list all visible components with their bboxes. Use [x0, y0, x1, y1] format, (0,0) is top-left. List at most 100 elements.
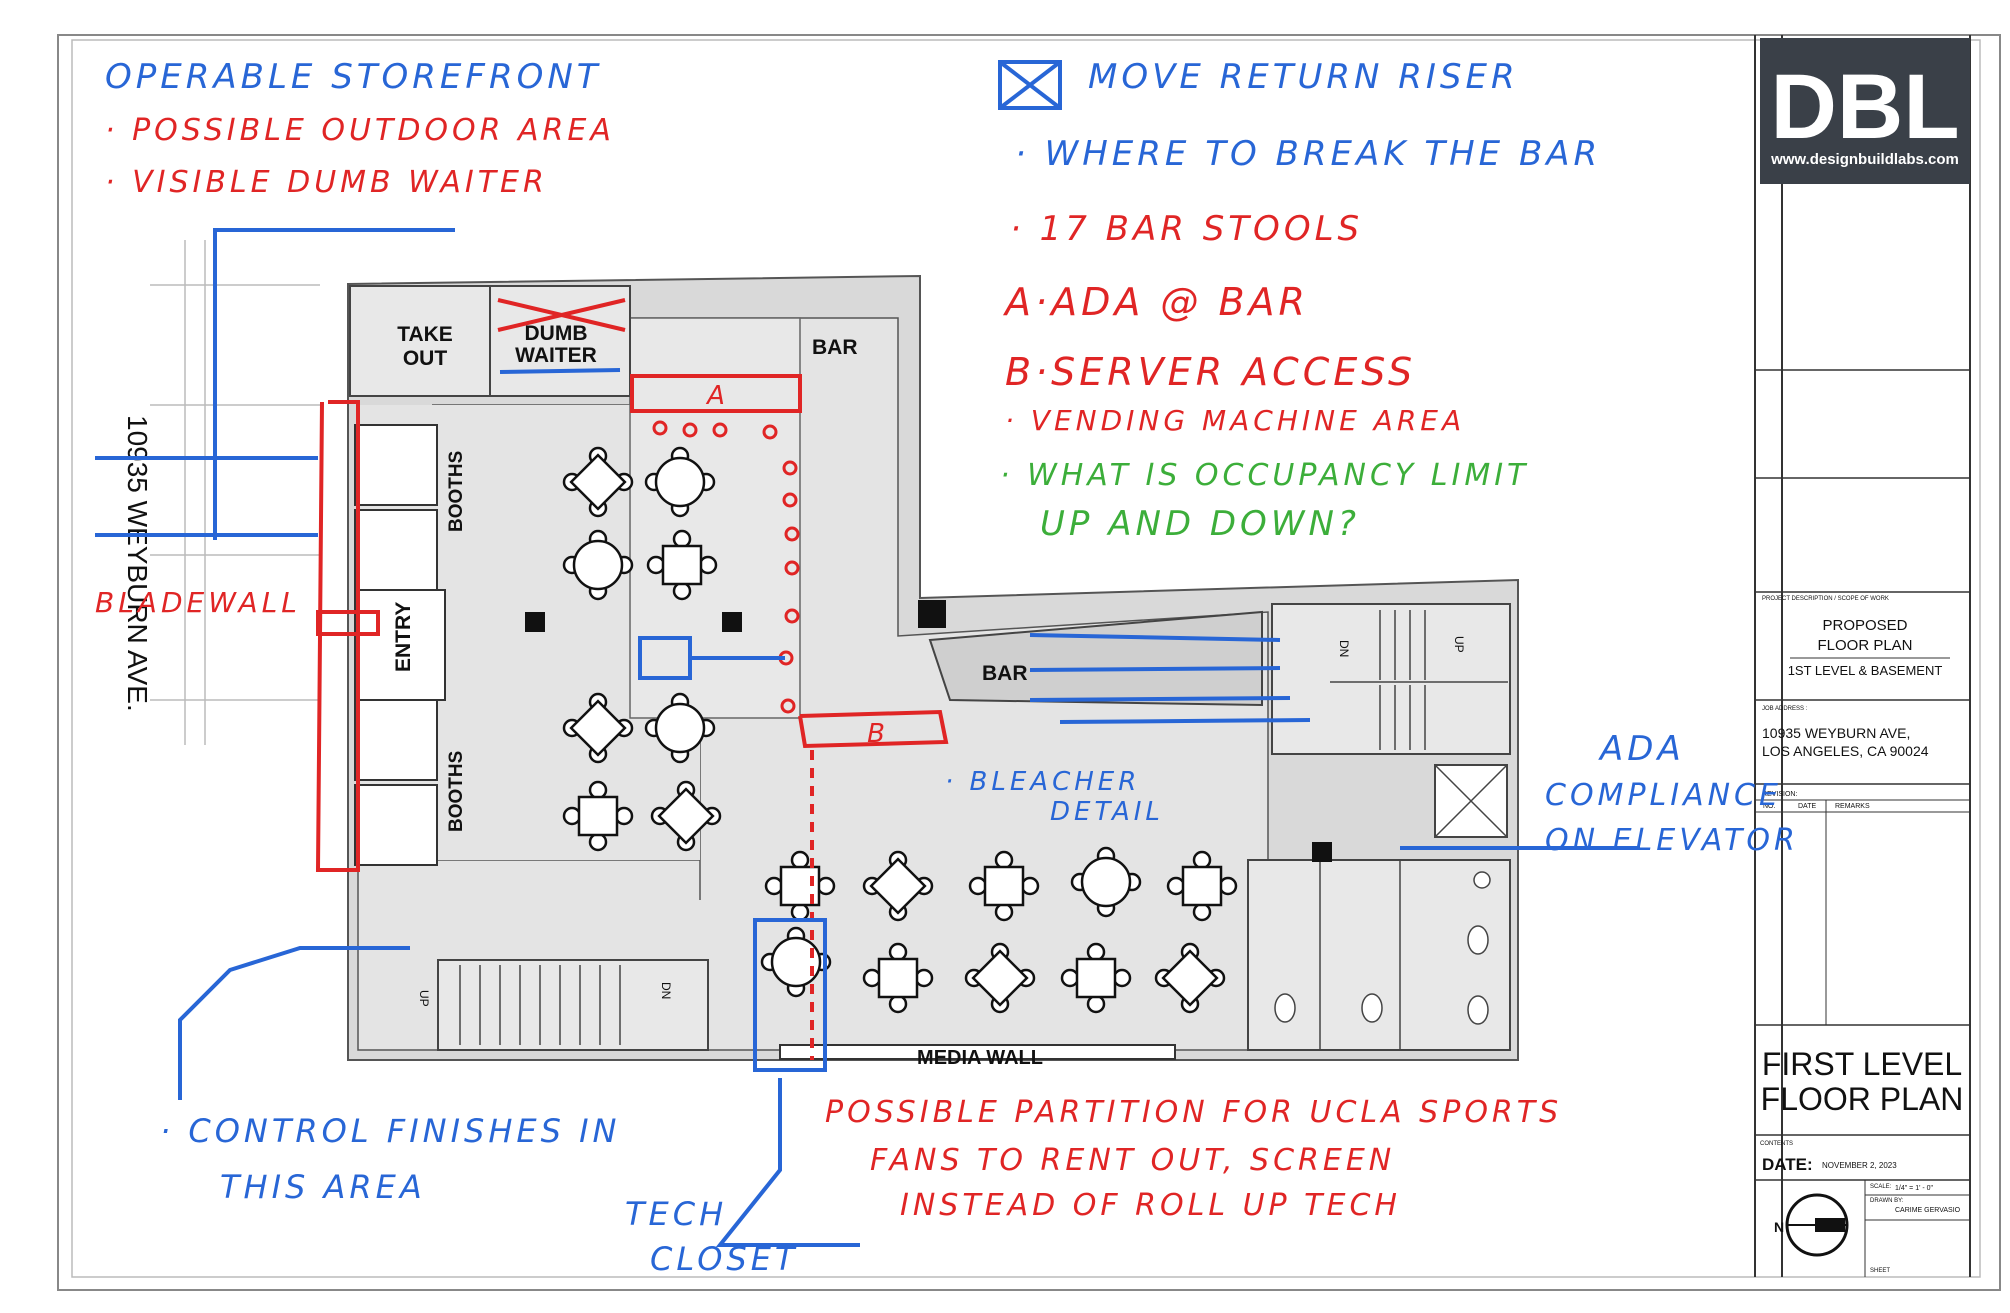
north-label: N: [1774, 1219, 1784, 1235]
chair: [614, 806, 634, 826]
table: [760, 926, 832, 998]
chair: [588, 780, 608, 800]
chair: [672, 529, 692, 549]
table: [862, 942, 934, 1014]
inner-border: [71, 39, 1981, 1278]
booths-lower: BOOTHS: [446, 751, 467, 832]
job-address-label: JOB ADDRESS :: [1762, 706, 1808, 712]
chair: [698, 555, 718, 575]
table-top: [770, 936, 822, 988]
marker-a: A: [705, 381, 729, 411]
note-bleacher-2: DETAIL: [1050, 797, 1164, 827]
note-where-to-break: · WHERE TO BREAK THE BAR: [1015, 134, 1601, 174]
table-top: [1181, 865, 1223, 907]
chair: [1060, 968, 1080, 988]
chair: [790, 902, 810, 922]
note-ada-elev-2: COMPLIANCE: [1545, 778, 1782, 813]
stair-right: [1271, 603, 1511, 755]
chair: [994, 902, 1014, 922]
note-partition-2: FANS TO RENT OUT, SCREEN: [870, 1143, 1395, 1178]
scale-value: 1/4" = 1' - 0": [1895, 1185, 1934, 1192]
chair: [672, 581, 692, 601]
chair: [588, 832, 608, 852]
outer-border: [57, 34, 2001, 1291]
take-out-room: [349, 285, 491, 397]
table-top: [657, 787, 715, 845]
sheet-title-2: FLOOR PLAN: [1761, 1081, 1964, 1117]
table-top: [661, 544, 703, 586]
table-top: [877, 957, 919, 999]
note-ada-elev-3: ON ELEVATOR: [1545, 823, 1799, 858]
dumb-waiter-1: DUMB: [525, 322, 588, 345]
table-top: [569, 699, 627, 757]
entry-label: ENTRY: [392, 602, 415, 672]
chair: [790, 850, 810, 870]
revision-label: REVISION:: [1762, 791, 1797, 798]
col-date: DATE: [1798, 803, 1816, 810]
chair: [816, 876, 836, 896]
table: [862, 850, 934, 922]
stair-up: UP: [1452, 636, 1466, 653]
bar-top-label: BAR: [812, 336, 858, 359]
chair: [646, 555, 666, 575]
col-remarks: REMARKS: [1835, 803, 1870, 810]
stair-lower-dn: DN: [659, 982, 673, 999]
table-top: [569, 453, 627, 511]
project-line-1: PROPOSED: [1822, 617, 1907, 634]
street-label: 10935 WEYBURN AVE.: [122, 415, 153, 712]
note-control-1: · CONTROL FINISHES IN: [160, 1112, 620, 1150]
table: [964, 942, 1036, 1014]
note-occupancy-2: UP AND DOWN?: [1040, 504, 1360, 544]
note-ada-at-bar: A·ADA @ BAR: [1002, 280, 1309, 324]
table-top: [1161, 949, 1219, 1007]
note-move-return-riser: MOVE RETURN RISER: [1088, 57, 1519, 97]
sheet-label: SHEET: [1870, 1268, 1890, 1274]
note-possible-outdoor: · POSSIBLE OUTDOOR AREA: [105, 113, 615, 148]
entry-block: [354, 589, 446, 701]
chair: [862, 968, 882, 988]
project-description-label: PROJECT DESCRIPTION / SCOPE OF WORK: [1762, 596, 1889, 602]
note-tech-1: TECH: [625, 1195, 727, 1233]
bar-mid-label: BAR: [982, 662, 1028, 685]
booths: [354, 424, 438, 866]
date-label: DATE:: [1762, 1155, 1813, 1174]
note-bleacher-1: · BLEACHER: [945, 767, 1140, 797]
table-top: [572, 539, 624, 591]
note-bar-stools: · 17 BAR STOOLS: [1010, 209, 1363, 249]
table: [1070, 846, 1142, 918]
drawn-by-value: CARIME GERVASIO: [1895, 1207, 1961, 1214]
chair: [1086, 994, 1106, 1014]
bar-counter-mid: [928, 610, 1263, 707]
note-server-access: B·SERVER ACCESS: [1005, 350, 1416, 394]
media-wall-label: MEDIA WALL: [917, 1047, 1043, 1069]
table-top: [1080, 856, 1132, 908]
table-top: [577, 795, 619, 837]
note-partition-3: INSTEAD OF ROLL UP TECH: [900, 1188, 1401, 1223]
chair: [888, 942, 908, 962]
date-value: NOVEMBER 2, 2023: [1822, 1161, 1897, 1170]
table-top: [1075, 957, 1117, 999]
chair: [1020, 876, 1040, 896]
take-out-1: TAKE: [397, 323, 453, 346]
chair: [968, 876, 988, 896]
note-operable-storefront: OPERABLE STOREFRONT: [105, 57, 602, 97]
chair: [888, 994, 908, 1014]
table: [646, 529, 718, 601]
elevator-icon: [1434, 764, 1508, 838]
north-arrow-icon: [1785, 1193, 1849, 1257]
chair: [914, 968, 934, 988]
note-visible-dumb-waiter: · VISIBLE DUMB WAITER: [105, 165, 548, 200]
col-no: NO.: [1763, 803, 1776, 810]
chair: [1192, 902, 1212, 922]
floor-plan: DN UP UP DN: [122, 240, 1519, 1069]
table: [644, 446, 716, 518]
website-text: www.designbuildlabs.com: [1770, 151, 1959, 168]
table: [1166, 850, 1238, 922]
table-top: [983, 865, 1025, 907]
logo-text: DBL: [1770, 56, 1959, 158]
chair: [1166, 876, 1186, 896]
handwritten-notes: OPERABLE STOREFRONT · POSSIBLE OUTDOOR A…: [95, 57, 1799, 1278]
note-ada-elev-1: ADA: [1598, 729, 1685, 769]
take-out-2: OUT: [403, 347, 448, 370]
